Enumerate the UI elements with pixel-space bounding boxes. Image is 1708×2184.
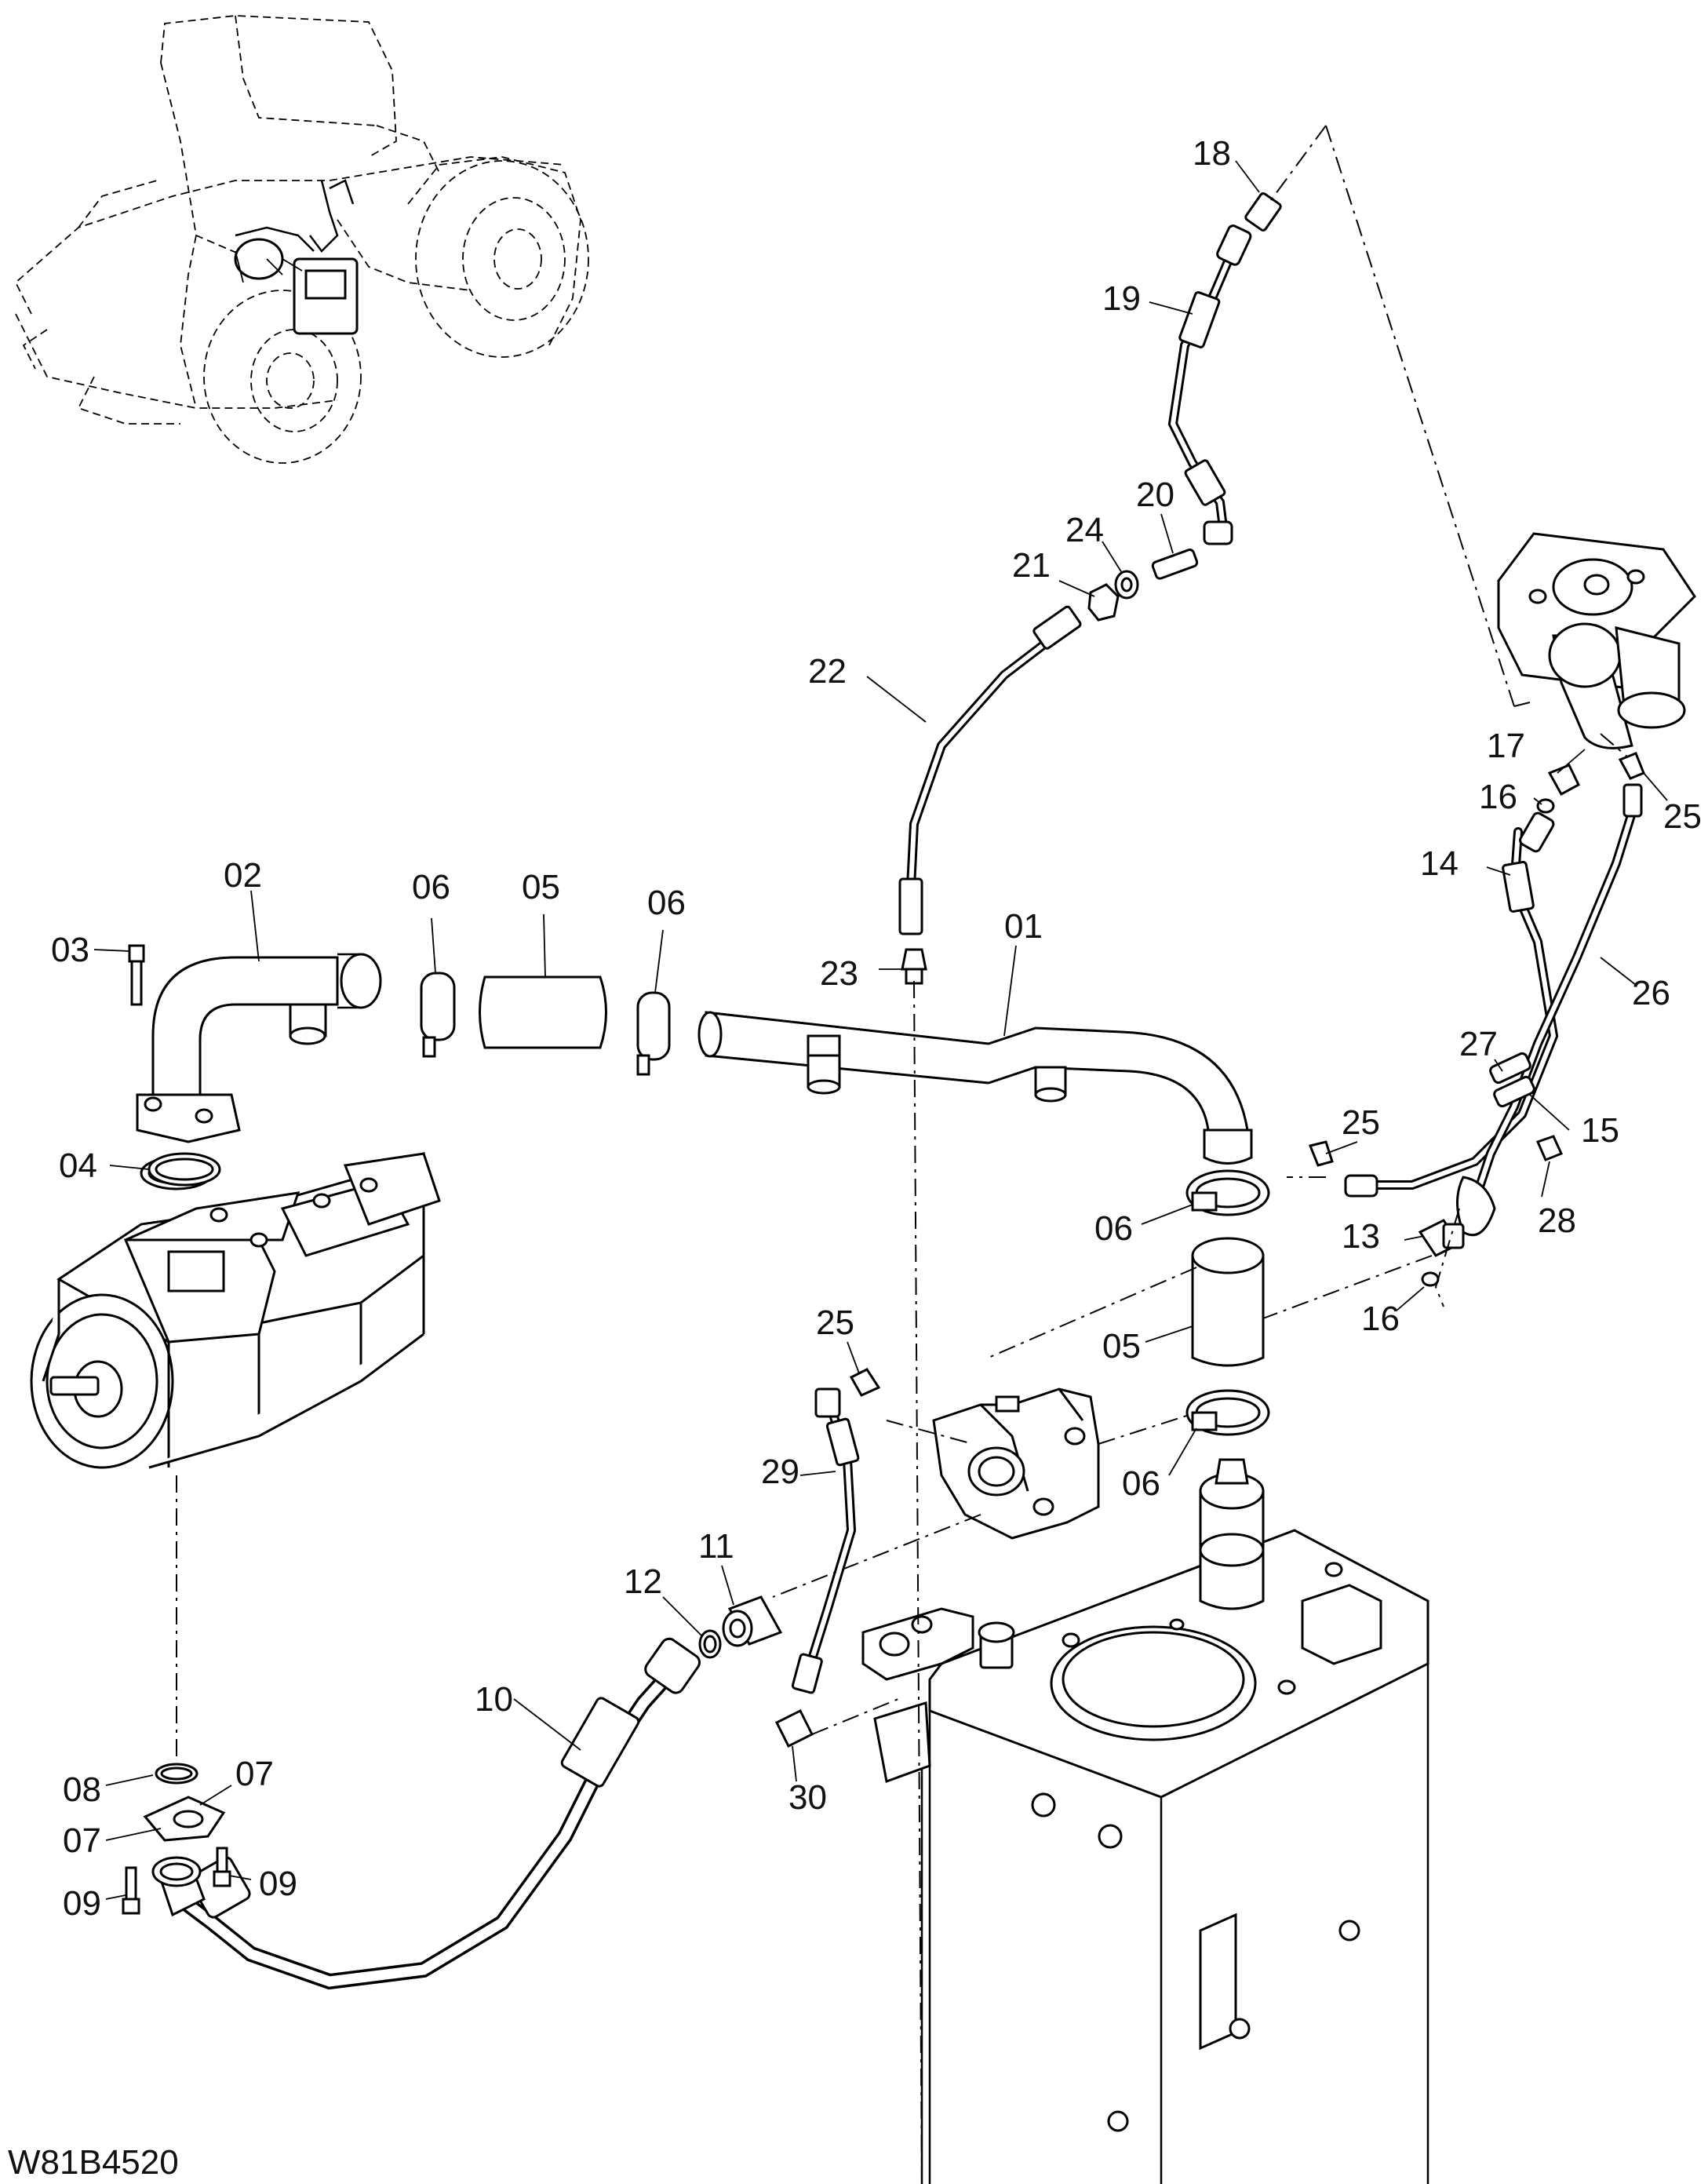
callout-27: 27: [1459, 1025, 1498, 1063]
suction-pipe-01: [697, 1011, 1253, 1165]
callout-02: 02: [224, 856, 262, 895]
filler-neck: [1199, 1458, 1265, 1610]
fitting-20: [1151, 548, 1199, 580]
o-ring-04: [147, 1152, 221, 1187]
hose-29: [791, 1387, 860, 1694]
steering-unit-icon: [1497, 532, 1696, 749]
hose-05b: [1191, 1237, 1265, 1367]
flange-07a: [143, 1796, 226, 1842]
callout-15: 15: [1581, 1111, 1619, 1150]
drawing-code: W81B4520: [8, 2143, 179, 2182]
hose-19: [1167, 224, 1252, 545]
fitting-23: [901, 948, 927, 985]
hydraulic-pump-icon: [30, 1151, 441, 1469]
washer-24: [1114, 570, 1139, 600]
suction-elbow-02: [136, 953, 382, 1143]
callout-21: 21: [1012, 546, 1051, 585]
callout-14: 14: [1420, 844, 1459, 883]
callout-29: 29: [761, 1453, 799, 1491]
callout-09: 09: [259, 1865, 297, 1903]
callout-25: 25: [816, 1303, 854, 1342]
callout-05: 05: [522, 868, 560, 906]
callout-22: 22: [808, 652, 847, 691]
hose-clamp-06b: [636, 991, 671, 1076]
callout-13: 13: [1342, 1217, 1380, 1256]
callout-06: 06: [1094, 1209, 1133, 1248]
fitting-30: [774, 1708, 814, 1748]
callout-06: 06: [1122, 1464, 1160, 1503]
clip-15: [1493, 1075, 1535, 1108]
hose-clamp-06c: [1185, 1169, 1270, 1216]
callout-05: 05: [1102, 1327, 1141, 1365]
hose-clamp-06a: [420, 972, 456, 1058]
fitting-25c: [849, 1368, 881, 1397]
fitting-11: [722, 1595, 783, 1647]
hose-22: [898, 605, 1082, 935]
center-lines: [176, 125, 1629, 2184]
hose-10: [159, 1637, 701, 1990]
callout-25: 25: [1663, 797, 1702, 836]
flange-07b: [151, 1856, 202, 1887]
bolt-09b: [213, 1847, 231, 1887]
callout-17: 17: [1487, 727, 1525, 765]
bolt-09a: [122, 1866, 140, 1915]
callout-07: 07: [235, 1755, 274, 1793]
callout-labels: 18 19 20 24 21 22 17 16 25 14 26 02 06 0…: [51, 134, 1702, 1923]
o-ring-16a: [1536, 798, 1555, 814]
callout-30: 30: [788, 1778, 827, 1817]
callout-06: 06: [647, 884, 686, 922]
nut-21: [1087, 583, 1120, 622]
control-valve-icon: [932, 1387, 1100, 1540]
fitting-18: [1244, 192, 1282, 232]
fitting-17: [1547, 764, 1580, 797]
callout-16: 16: [1479, 778, 1517, 816]
tractor-locator-icon: [14, 15, 589, 464]
callout-18: 18: [1193, 134, 1231, 173]
callout-26: 26: [1632, 974, 1670, 1012]
hose-clamp-06d: [1185, 1389, 1270, 1436]
leader-lines: [93, 160, 1668, 1900]
hose-05a: [479, 975, 607, 1049]
callout-07: 07: [63, 1821, 101, 1860]
hose-26: [1456, 783, 1643, 1237]
callout-04: 04: [59, 1147, 97, 1185]
callout-16: 16: [1361, 1300, 1400, 1338]
callout-12: 12: [624, 1562, 662, 1601]
hose-14: [1344, 811, 1559, 1198]
callout-06: 06: [412, 868, 450, 906]
callout-10: 10: [475, 1680, 513, 1719]
callout-08: 08: [63, 1770, 101, 1809]
bolt-03: [128, 944, 145, 1006]
callout-20: 20: [1136, 476, 1174, 514]
callout-25: 25: [1342, 1103, 1380, 1142]
callout-24: 24: [1065, 511, 1104, 549]
o-ring-08: [155, 1763, 198, 1785]
clip-27: [1489, 1052, 1531, 1085]
o-ring-16b: [1421, 1271, 1440, 1287]
hydraulic-tank-icon: [861, 1529, 1429, 2184]
callout-03: 03: [51, 931, 89, 969]
fitting-13: [1418, 1219, 1465, 1257]
fitting-25a: [1618, 752, 1645, 780]
callout-01: 01: [1004, 907, 1043, 946]
callout-28: 28: [1538, 1201, 1576, 1240]
fitting-25b: [1308, 1140, 1334, 1167]
callout-23: 23: [820, 954, 858, 993]
callout-19: 19: [1102, 279, 1141, 318]
o-ring-12: [698, 1629, 722, 1659]
bolt-28: [1535, 1135, 1564, 1161]
callout-09: 09: [63, 1884, 101, 1923]
callout-11: 11: [698, 1527, 734, 1566]
